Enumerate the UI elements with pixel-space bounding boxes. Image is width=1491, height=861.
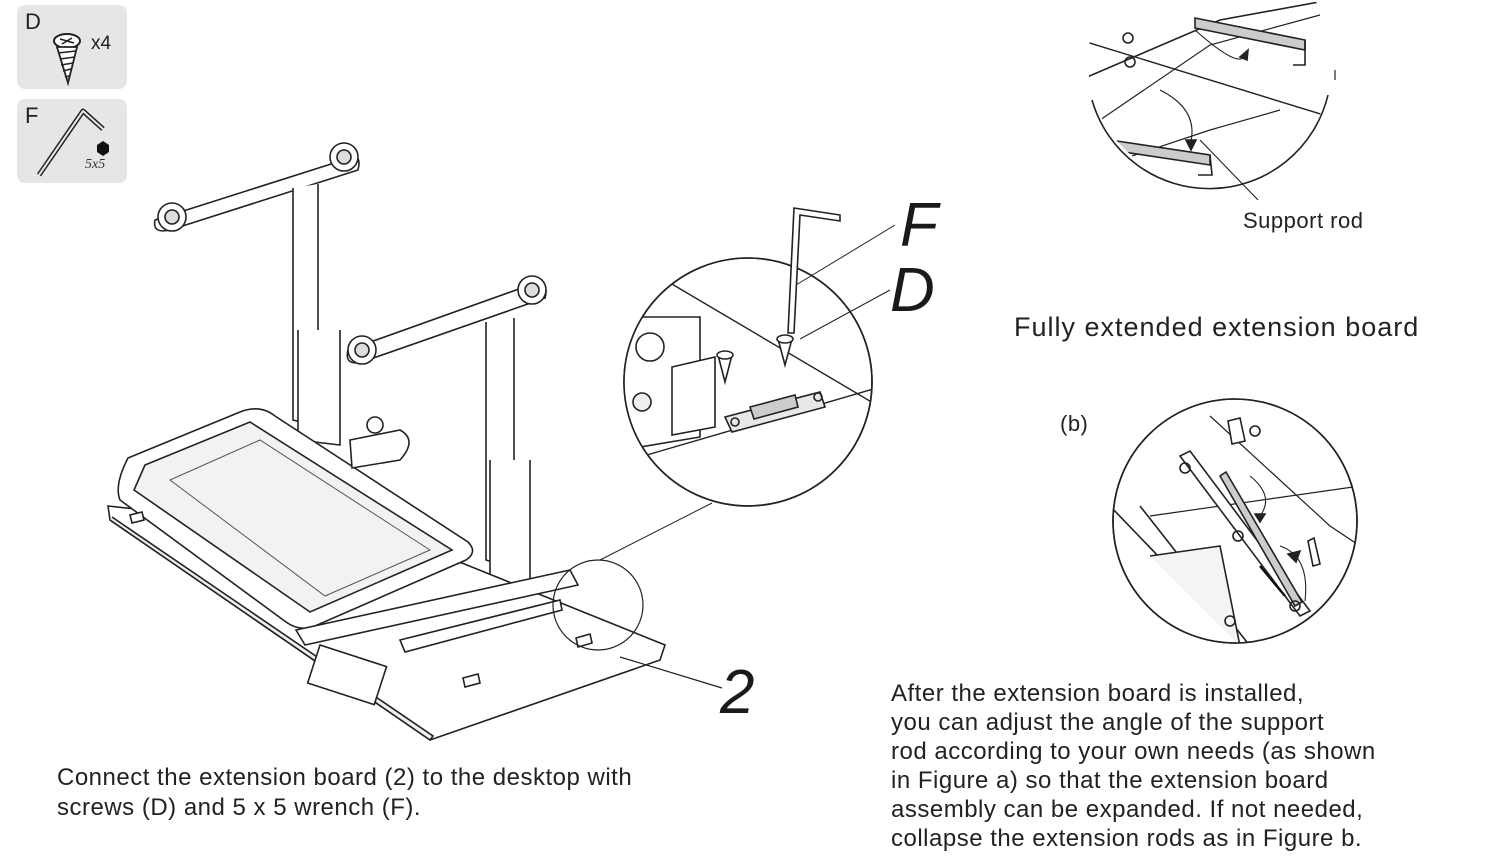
callout-screw-d: D	[890, 256, 935, 325]
instruction-right-line: assembly can be expanded. If not needed,	[891, 796, 1364, 823]
screw-icon	[53, 33, 81, 87]
callout-extension-board-2: 2	[720, 658, 755, 727]
instruction-right-line: After the extension board is installed,	[891, 680, 1305, 707]
instruction-right-line: rod according to your own needs (as show…	[891, 738, 1376, 765]
heading-fully-extended: Fully extended extension board	[1014, 312, 1420, 342]
part-letter-d: D	[25, 9, 41, 34]
wrench-size-label: 5x5	[85, 157, 106, 172]
callout-wrench-f: F	[900, 191, 938, 260]
instruction-right-line: in Figure a) so that the extension board	[891, 767, 1329, 794]
detail-zoom-illustration	[623, 257, 873, 507]
instruction-left-line: screws (D) and 5 x 5 wrench (F).	[57, 794, 422, 821]
desk-assembly-illustration	[107, 142, 723, 742]
instruction-right-line: collapse the extension rods as in Figure…	[891, 825, 1363, 852]
part-card-wrench: F 5x5	[17, 99, 127, 183]
instruction-left-line: Connect the extension board (2) to the d…	[57, 764, 633, 791]
wrench-in-use-illustration	[787, 207, 896, 340]
instruction-right: After the extension board is installed, …	[891, 679, 1376, 853]
part-card-screws: D x4	[17, 5, 127, 89]
hex-wrench-icon	[36, 108, 109, 177]
instruction-right-line: you can adjust the angle of the support	[891, 709, 1325, 736]
figure-b-label: (b)	[1060, 411, 1089, 436]
figure-a-illustration	[1088, 0, 1336, 201]
part-quantity: x4	[91, 33, 112, 54]
instruction-left: Connect the extension board (2) to the d…	[57, 763, 632, 823]
support-rod-label: Support rod	[1243, 208, 1364, 233]
part-letter-f: F	[25, 103, 39, 128]
figure-b-illustration	[1112, 398, 1358, 644]
